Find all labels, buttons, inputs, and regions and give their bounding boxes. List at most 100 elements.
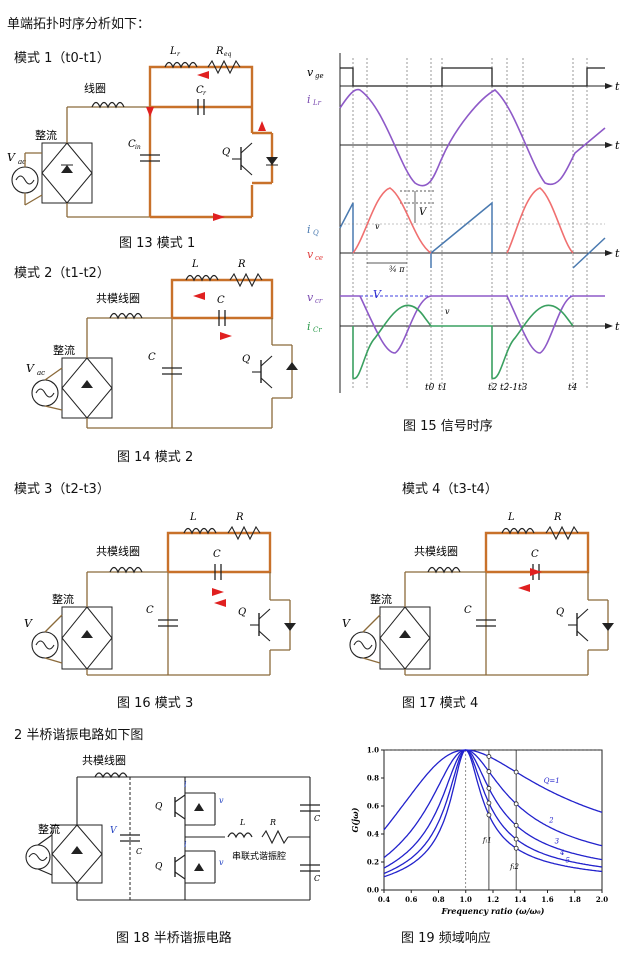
cin-label: C <box>464 605 472 616</box>
marker-label: fₗ2 <box>509 863 519 871</box>
curve-label: Q=1 <box>544 777 560 785</box>
req-label: R <box>553 512 562 523</box>
marker-point <box>486 769 492 774</box>
coil-label: 线圈 <box>84 81 106 95</box>
marker-point <box>486 812 492 818</box>
y-axis-label: G(jω) <box>350 807 360 832</box>
cin-label: C <box>128 139 136 150</box>
q2-label: Q <box>155 862 163 872</box>
lr-label: L <box>239 818 245 827</box>
tick-t0: t0 <box>425 383 435 393</box>
lr-label: L <box>189 512 197 523</box>
halfbridge-title: 2 半桥谐振电路如下图 <box>14 728 144 743</box>
q1-label: Q <box>155 802 163 812</box>
rectifier-label: 整流 <box>38 822 60 836</box>
vac-label: V <box>7 151 16 164</box>
caption-fig17: 图 17 模式 4 <box>402 696 479 711</box>
curve-label: 5 <box>565 856 570 864</box>
mode3-title: 模式 3（t2-t3） <box>14 482 110 497</box>
marker-point <box>486 800 492 806</box>
y-tick-label: 1.0 <box>367 746 379 755</box>
marker-point <box>513 801 519 807</box>
svg-text:ac: ac <box>37 369 45 377</box>
marker-point <box>513 845 519 851</box>
vcr-eq-label: v <box>445 307 450 316</box>
time-axis-label: t <box>615 320 620 333</box>
tick-t4: t4 <box>568 383 578 393</box>
vge-label: v <box>307 66 314 79</box>
marker-point <box>513 769 519 775</box>
figure-18-circuit: 整流 共模线圈 C V Q Q L R 串联式谐振腔 C C ii vv <box>25 753 320 901</box>
figure-14-circuit: V ac 整流 共模线圈 L R C C Q <box>26 259 298 429</box>
req-label: R <box>237 259 246 270</box>
svg-text:i: i <box>184 840 187 849</box>
cm-coil-label: 共模线圈 <box>82 753 126 767</box>
x-tick-label: 1.8 <box>569 895 581 904</box>
tick-t1: t1 <box>438 383 447 393</box>
svg-text:ge: ge <box>315 72 324 80</box>
caption-fig16: 图 16 模式 3 <box>117 696 194 711</box>
svg-text:ce: ce <box>315 254 323 262</box>
svg-text:r: r <box>203 90 207 97</box>
curve-label: 2 <box>548 816 554 824</box>
svg-text:r: r <box>177 51 181 58</box>
time-axis-label: t <box>615 80 620 93</box>
lr-label: L <box>191 259 199 270</box>
q-label: Q <box>242 354 250 365</box>
rectifier-label: 整流 <box>35 128 57 142</box>
figure-17-circuit: V 整流 共模线圈 L R C C Q <box>342 512 614 676</box>
plot-frame <box>383 749 603 891</box>
caption-fig18: 图 18 半桥谐振电路 <box>116 931 232 946</box>
curve-label: 4 <box>559 849 564 857</box>
curve-Q=1 <box>383 749 603 831</box>
x-tick-label: 0.4 <box>378 895 390 904</box>
cm-coil-label: 共模线圈 <box>414 544 458 558</box>
icr-label: i <box>307 320 311 333</box>
mode2-title: 模式 2（t1-t2） <box>14 266 110 281</box>
x-tick-label: 1.6 <box>541 895 553 904</box>
cr1-label: C <box>314 814 320 823</box>
svg-text:eq: eq <box>224 51 232 58</box>
svg-text:cr: cr <box>315 297 323 305</box>
svg-text:in: in <box>135 144 141 151</box>
vce-label: v <box>307 248 314 261</box>
mode1-title: 模式 1（t0-t1） <box>14 51 110 66</box>
vin-label: V <box>373 288 382 301</box>
cr-label: C <box>531 549 539 560</box>
x-axis-label: Frequency ratio (ω/ω₀) <box>441 906 545 916</box>
x-tick-label: 1.2 <box>487 895 499 904</box>
tick-t2: t2 <box>488 383 498 393</box>
tick-t3: t3 <box>518 383 528 393</box>
third-pi-label: ¾ π <box>389 265 405 274</box>
curve-2 <box>383 749 603 859</box>
vin-label: V <box>110 826 118 836</box>
marker-point <box>513 822 519 828</box>
cr-label: C <box>196 85 204 96</box>
req-label: R <box>215 46 224 57</box>
cin-label: C <box>136 847 142 856</box>
vac-label: V <box>342 617 351 630</box>
marker-point <box>513 836 519 842</box>
rectifier-label: 整流 <box>53 343 75 357</box>
curve-3 <box>383 749 603 869</box>
lr-label: L <box>169 46 177 57</box>
svg-text:ac: ac <box>18 158 26 166</box>
caption-fig13: 图 13 模式 1 <box>119 236 196 251</box>
svg-text:v: v <box>219 858 224 867</box>
x-tick-label: 1.0 <box>460 895 472 904</box>
caption-fig15: 图 15 信号时序 <box>403 419 493 434</box>
curve-4 <box>383 749 603 875</box>
curve-label: 3 <box>555 837 560 845</box>
intro-text: 单端拓扑时序分析如下： <box>7 17 151 32</box>
marker-point <box>486 754 492 759</box>
rectifier-label: 整流 <box>52 592 74 606</box>
svg-text:i: i <box>184 780 187 789</box>
y-tick-label: 0.0 <box>367 886 379 895</box>
figure-16-circuit: V 整流 共模线圈 L R C C Q <box>24 512 296 676</box>
tick-t2-1: t2-1 <box>500 383 518 393</box>
cr-label: C <box>217 295 225 306</box>
mode4-title: 模式 4（t3-t4） <box>402 482 498 497</box>
cin-label: C <box>148 352 156 363</box>
